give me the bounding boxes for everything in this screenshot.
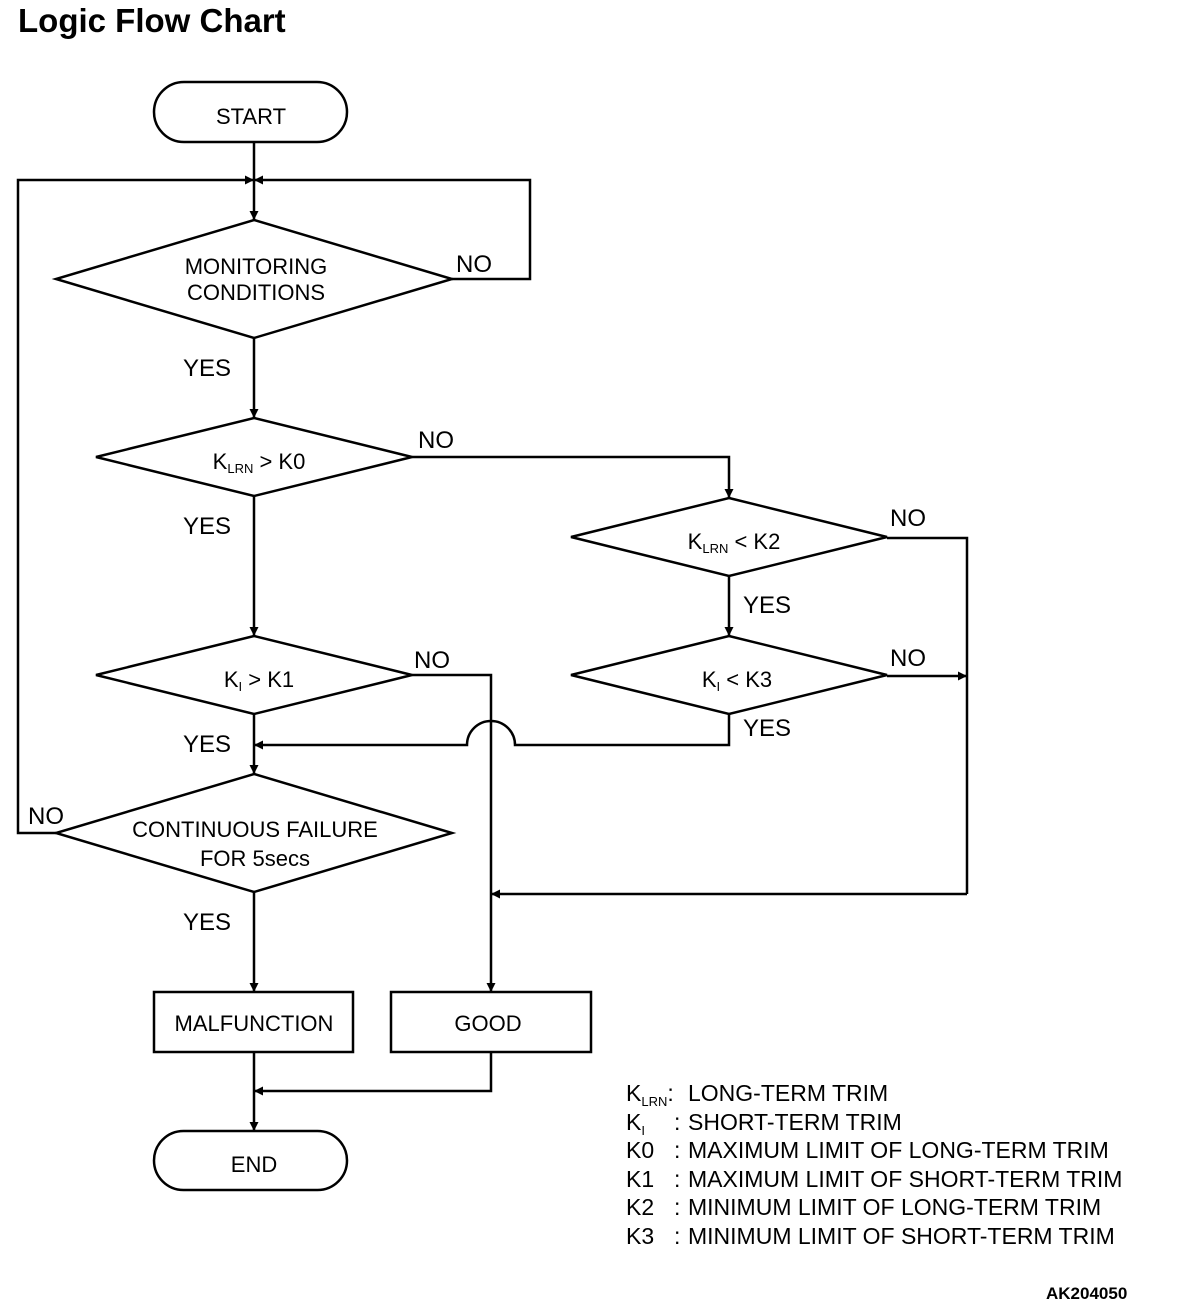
end-terminal xyxy=(152,1129,349,1192)
malfunction-label: MALFUNCTION xyxy=(175,1011,334,1036)
legend-desc: MAXIMUM LIMIT OF SHORT-TERM TRIM xyxy=(688,1166,1122,1192)
edge-klrn-k0-no xyxy=(412,455,734,498)
legend: KLRN: LONG-TERM TRIM KI : SHORT-TERM TRI… xyxy=(626,1080,1122,1249)
legend-sep: : xyxy=(674,1194,680,1220)
edge-continuous-no-loop xyxy=(16,175,254,835)
legend-key: K3 xyxy=(626,1223,654,1249)
monitoring-label-line1: MONITORING xyxy=(185,254,328,279)
end-label: END xyxy=(231,1152,277,1177)
legend-desc: MINIMUM LIMIT OF LONG-TERM TRIM xyxy=(688,1194,1101,1220)
edge-ki-k1-no xyxy=(412,673,496,992)
legend-sep: : xyxy=(674,1109,680,1135)
monitoring-no-label: NO xyxy=(456,251,492,278)
legend-sep: : xyxy=(674,1166,680,1192)
ki-k3-yes-label: YES xyxy=(743,715,791,742)
legend-sep: : xyxy=(674,1137,680,1163)
legend-desc: MAXIMUM LIMIT OF LONG-TERM TRIM xyxy=(688,1137,1109,1163)
continuous-no-label: NO xyxy=(28,803,64,830)
ki-k3-no-label: NO xyxy=(890,645,926,672)
legend-desc: MINIMUM LIMIT OF SHORT-TERM TRIM xyxy=(688,1223,1115,1249)
legend-key: KI xyxy=(626,1109,645,1138)
klrn-k0-label: KLRN > K0 xyxy=(213,449,306,476)
ki-k1-no-label: NO xyxy=(414,647,450,674)
continuous-label-line1: CONTINUOUS FAILURE xyxy=(132,817,378,842)
monitoring-yes-label: YES xyxy=(183,355,231,382)
continuous-yes-label: YES xyxy=(183,909,231,936)
klrn-k2-label: KLRN < K2 xyxy=(688,529,781,556)
good-label: GOOD xyxy=(454,1011,521,1036)
ki-k1-yes-label: YES xyxy=(183,731,231,758)
page-title: Logic Flow Chart xyxy=(18,2,286,39)
edge-ki-k3-yes xyxy=(254,714,731,750)
figure-id: AK204050 xyxy=(1046,1284,1128,1303)
start-label: START xyxy=(216,104,286,129)
legend-key: K1 xyxy=(626,1166,654,1192)
legend-desc: LONG-TERM TRIM xyxy=(688,1080,888,1106)
ki-k3-label: KI < K3 xyxy=(702,667,772,694)
legend-key: K0 xyxy=(626,1137,654,1163)
klrn-k0-no-label: NO xyxy=(418,427,454,454)
legend-key: KLRN: xyxy=(626,1080,674,1109)
legend-desc: SHORT-TERM TRIM xyxy=(688,1109,902,1135)
klrn-k2-no-label: NO xyxy=(890,505,926,532)
monitoring-conditions-decision xyxy=(51,218,457,340)
legend-key: K2 xyxy=(626,1194,654,1220)
edge-monitoring-no-loop xyxy=(254,175,532,281)
ki-k1-label: KI > K1 xyxy=(224,667,294,694)
edge-klrn-k2-no xyxy=(887,536,969,894)
start-terminal xyxy=(152,80,349,144)
klrn-k2-yes-label: YES xyxy=(743,592,791,619)
edge-good-end xyxy=(254,1052,493,1096)
legend-sep: : xyxy=(674,1223,680,1249)
continuous-label-line2: FOR 5secs xyxy=(200,846,310,871)
klrn-k0-yes-label: YES xyxy=(183,513,231,540)
monitoring-label-line2: CONDITIONS xyxy=(187,280,325,305)
